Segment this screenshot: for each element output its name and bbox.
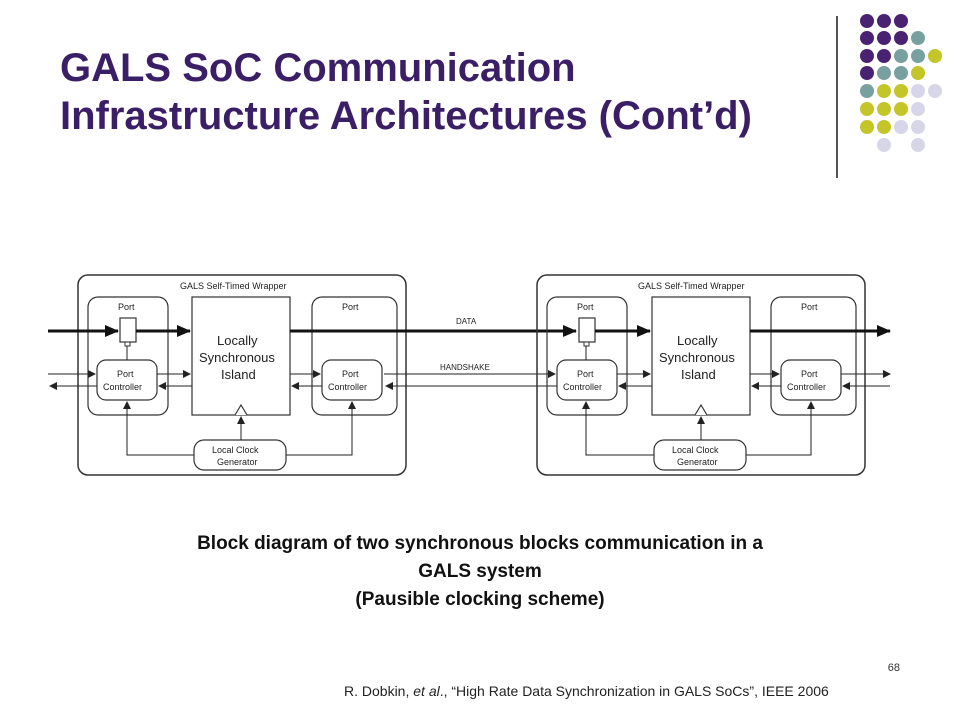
caption-line-1: Block diagram of two synchronous blocks … [197,533,763,554]
citation-author: R. Dobkin, [344,683,414,699]
left-input-pc-line1: Port [117,369,134,379]
left-island-line3: Island [221,367,256,382]
wrapper-right-label: GALS Self-Timed Wrapper [638,281,745,291]
wrapper-right: GALS Self-Timed Wrapper Port Port Contro… [536,274,891,476]
right-input-pc-line1: Port [577,369,594,379]
wrapper-left-label: GALS Self-Timed Wrapper [180,281,287,291]
left-island-clock-input [234,403,248,416]
slide-number: 68 [887,662,900,674]
wrapper-left: GALS Self-Timed Wrapper Port Port Contro… [48,274,430,476]
right-input-pc-line2: Controller [563,382,602,392]
left-synchronous-island [191,296,291,416]
left-output-port [311,296,398,416]
right-island-line3: Island [681,367,716,382]
right-output-port-label: Port [801,302,818,312]
left-output-pc-line2: Controller [328,382,367,392]
right-clock-feedback-left [582,401,654,456]
citation-rest: ., “High Rate Data Synchronization in GA… [439,683,829,699]
diagram-caption: Block diagram of two synchronous blocks … [80,530,880,614]
left-input-latch-tab [124,341,131,347]
right-output-port-controller [780,359,842,401]
left-input-latch [119,317,137,343]
left-clock-line1: Local Clock [212,445,259,455]
right-input-port [546,296,628,416]
wrapper-right-frame [536,274,866,476]
citation: R. Dobkin, et al., “High Rate Data Synch… [344,683,829,699]
right-input-latch-tab [583,341,590,347]
page-title: GALS SoC Communication Infrastructure Ar… [60,44,820,140]
title-divider-line [836,16,838,178]
left-input-port-controller [96,359,158,401]
caption-line-2: GALS system [418,561,542,582]
left-output-port-label: Port [342,302,359,312]
right-input-port-controller [556,359,618,401]
right-input-port-label: Port [577,302,594,312]
left-clock-line2: Generator [217,457,258,467]
title-line-2: Infrastructure Architectures (Cont’d) [60,94,752,138]
right-input-latch [578,317,596,343]
right-output-port [770,296,857,416]
right-clock-line2: Generator [677,457,718,467]
left-output-pc-line1: Port [342,369,359,379]
wrapper-left-frame [77,274,407,476]
title-line-1: GALS SoC Communication [60,46,576,90]
right-island-line1: Locally [677,333,718,348]
left-input-pc-line2: Controller [103,382,142,392]
left-output-port-controller [321,359,383,401]
data-label: DATA [456,317,477,326]
right-clock-line1: Local Clock [672,445,719,455]
left-input-port-label: Port [118,302,135,312]
caption-line-3: (Pausible clocking scheme) [355,589,605,610]
right-island-line2: Synchronous [659,350,735,365]
right-output-pc-line2: Controller [787,382,826,392]
left-island-line2: Synchronous [199,350,275,365]
left-clock-feedback-left [123,401,194,456]
right-output-pc-line1: Port [801,369,818,379]
left-input-port [87,296,169,416]
handshake-label: HANDSHAKE [440,363,490,372]
right-island-clock-input [694,403,708,416]
citation-etal: et al [413,683,440,699]
right-clock-feedback-right [746,401,815,456]
left-clock-feedback-right [286,401,356,456]
left-island-line1: Locally [217,333,258,348]
